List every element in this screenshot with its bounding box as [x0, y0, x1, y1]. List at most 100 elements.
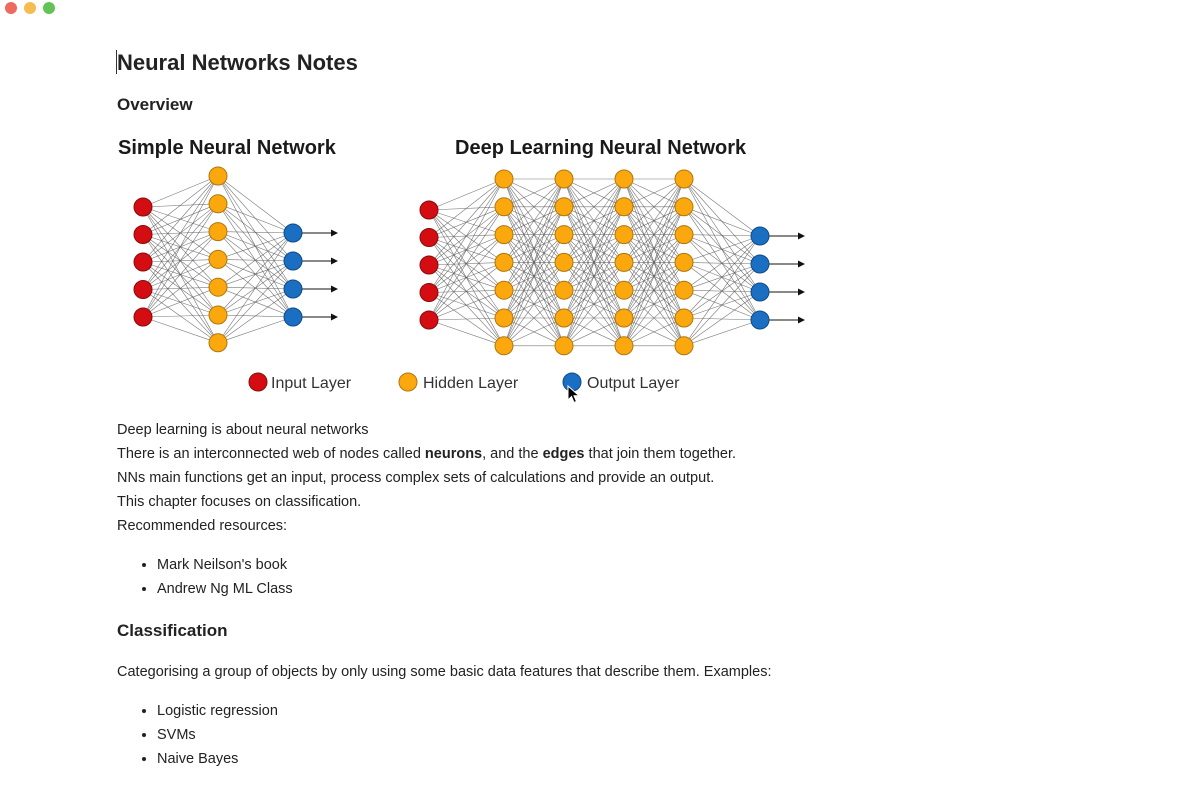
legend-input-swatch — [248, 372, 268, 392]
diagram-edge — [503, 178, 565, 208]
list-item[interactable]: SVMs — [157, 723, 278, 747]
diagram-edge — [563, 178, 625, 235]
diagram-node — [419, 255, 439, 275]
intro-paragraph[interactable]: Deep learning is about neural networks T… — [117, 418, 736, 538]
list-item[interactable]: Logistic regression — [157, 699, 278, 723]
diagram-edge — [563, 262, 625, 346]
diagram-edge — [623, 178, 685, 346]
diagram-edge — [142, 314, 219, 318]
text-run: There is an interconnected web of nodes … — [117, 446, 425, 462]
diagram-node — [419, 200, 439, 220]
diagram-edge — [217, 232, 294, 343]
bold-neurons: neurons — [424, 446, 483, 462]
diagram-edge — [142, 175, 219, 208]
diagram-node — [554, 252, 574, 272]
diagram-edge — [428, 178, 505, 321]
diagram-node — [419, 310, 439, 330]
diagram-edge — [563, 178, 625, 208]
classification-heading[interactable]: Classification — [117, 621, 228, 640]
output-arrow-head — [798, 288, 805, 296]
diagram-node — [283, 279, 303, 299]
diagram-node — [283, 307, 303, 327]
diagram-node — [750, 310, 770, 330]
diagram-node — [674, 280, 694, 300]
list-item[interactable]: Mark Neilson's book — [157, 553, 293, 577]
classification-paragraph[interactable]: Categorising a group of objects by only … — [117, 664, 772, 680]
intro-line-3[interactable]: NNs main functions get an input, process… — [117, 470, 715, 486]
diagram-node — [494, 225, 514, 245]
output-arrow-head — [331, 257, 338, 265]
intro-line-4[interactable]: This chapter focuses on classification. — [117, 494, 362, 510]
diagram-edge — [623, 178, 685, 319]
diagram-node — [133, 307, 153, 327]
text-caret — [116, 50, 117, 74]
overview-heading[interactable]: Overview — [117, 95, 193, 114]
diagram-edge — [563, 178, 625, 346]
close-button[interactable] — [5, 2, 17, 14]
intro-line-5[interactable]: Recommended resources: — [117, 518, 288, 534]
diagram-edge — [563, 178, 625, 291]
diagram-node — [554, 169, 574, 189]
diagram-edge — [683, 206, 761, 237]
diagram-node — [750, 254, 770, 274]
list-item[interactable]: Naive Bayes — [157, 747, 278, 771]
diagram-edge — [623, 234, 685, 346]
diagram-edge — [142, 203, 219, 318]
diagram-edge — [142, 231, 219, 318]
output-arrow-head — [798, 260, 805, 268]
diagram-node — [750, 226, 770, 246]
diagram-edge — [428, 234, 505, 321]
diagram-edge — [683, 178, 761, 237]
diagram-edge — [623, 206, 685, 346]
diagram-node — [208, 277, 228, 297]
simple-network-title: Simple Neural Network — [118, 137, 337, 159]
diagram-edge — [142, 175, 219, 318]
diagram-node — [674, 225, 694, 245]
text-run: that join them together. — [584, 446, 737, 462]
diagram-node — [614, 280, 634, 300]
diagram-edge — [683, 263, 761, 347]
intro-line-2[interactable]: There is an interconnected web of nodes … — [117, 442, 736, 466]
diagram-node — [554, 336, 574, 356]
output-arrow-head — [331, 285, 338, 293]
output-arrow-head — [331, 313, 338, 321]
intro-line-1[interactable]: Deep learning is about neural networks — [117, 422, 369, 438]
output-arrow-head — [798, 232, 805, 240]
zoom-button[interactable] — [43, 2, 55, 14]
diagram-node — [614, 169, 634, 189]
window-controls — [5, 2, 55, 14]
diagram-edge — [142, 175, 219, 263]
diagram-node — [614, 252, 634, 272]
diagram-edge — [683, 291, 761, 347]
diagram-node — [133, 280, 153, 299]
output-arrow-head — [798, 316, 805, 324]
diagram-edge — [428, 178, 505, 211]
diagram-edge — [503, 178, 565, 319]
diagram-node — [750, 282, 770, 302]
diagram-edge — [623, 178, 685, 208]
diagram-node — [208, 222, 228, 242]
diagram-node — [133, 197, 153, 217]
diagram-edge — [428, 178, 505, 238]
diagram-node — [419, 228, 439, 247]
examples-list: Logistic regression SVMs Naive Bayes — [117, 699, 278, 771]
diagram-edge — [217, 260, 294, 344]
diagram-edge — [428, 178, 505, 266]
legend-hidden-swatch — [398, 372, 418, 392]
diagram-edge — [142, 259, 219, 318]
list-item[interactable]: Andrew Ng ML Class — [157, 577, 293, 601]
diagram-edge — [683, 235, 761, 291]
diagram-edge — [503, 234, 565, 346]
diagram-edge — [428, 317, 505, 321]
diagram-edge — [428, 262, 505, 321]
minimize-button[interactable] — [24, 2, 36, 14]
page-title[interactable]: Neural Networks Notes — [117, 50, 358, 75]
diagram-node — [614, 225, 634, 245]
diagram-node — [494, 197, 514, 217]
diagram-node — [494, 169, 514, 189]
diagram-node — [614, 197, 634, 217]
diagram-edge — [503, 206, 565, 346]
diagram-node — [283, 251, 303, 271]
diagram-edges — [142, 175, 761, 347]
output-arrow-head — [331, 229, 338, 237]
